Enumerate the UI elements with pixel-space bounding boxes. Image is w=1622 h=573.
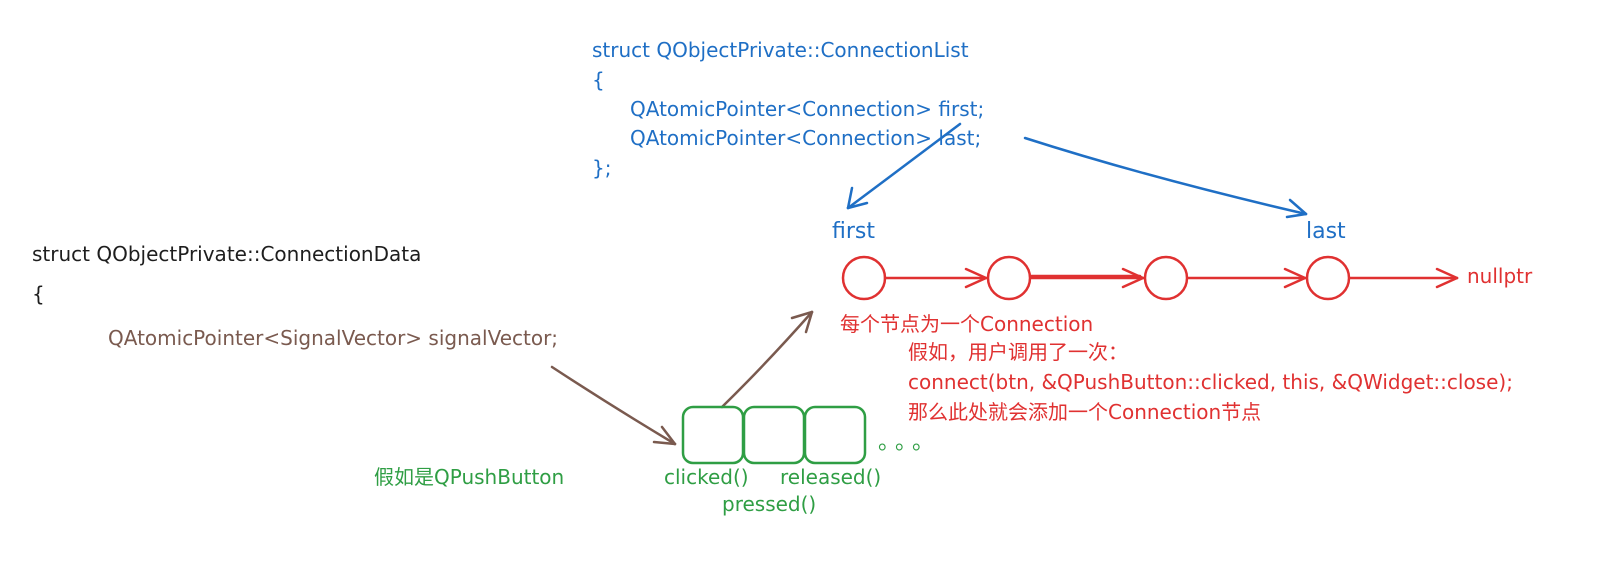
- first-label: first: [832, 219, 875, 244]
- signal-vector-field: QAtomicPointer<SignalVector> signalVecto…: [108, 326, 559, 350]
- node-description: 每个节点为一个Connection: [840, 312, 1094, 336]
- example-intro: 假如，用户调用了一次：: [908, 340, 1128, 364]
- next-arrow-1: [883, 267, 988, 289]
- next-arrow-2: [1029, 267, 1145, 289]
- signal-vector-arrow: [550, 365, 677, 446]
- first-pointer-arrow: [846, 122, 962, 210]
- signal-slot-box-1: [681, 405, 745, 465]
- connection-list-close-brace: };: [592, 156, 612, 180]
- pressed-slot-label: pressed(): [722, 492, 817, 516]
- connect-call: connect(btn, &QPushButton::clicked, this…: [908, 370, 1513, 394]
- connection-node-2: [986, 255, 1032, 301]
- more-slots-ellipsis: 。。。: [878, 430, 941, 455]
- signal-slot-box-2: [742, 405, 806, 465]
- connection-list-header: struct QObjectPrivate::ConnectionList: [592, 38, 969, 62]
- qpushbutton-label: 假如是QPushButton: [374, 465, 565, 489]
- slot-to-list-arrow: [720, 310, 814, 409]
- connection-list-last-field: QAtomicPointer<Connection> last;: [630, 126, 982, 150]
- connection-list-first-field: QAtomicPointer<Connection> first;: [630, 97, 985, 121]
- last-label: last: [1306, 219, 1346, 244]
- next-arrow-3: [1186, 267, 1307, 289]
- connection-data-open-brace: {: [32, 282, 45, 306]
- connection-node-4: [1305, 255, 1351, 301]
- example-result: 那么此处就会添加一个Connection节点: [908, 400, 1262, 424]
- last-pointer-arrow: [1023, 136, 1308, 219]
- nullptr-label: nullptr: [1467, 264, 1533, 288]
- connection-node-1: [841, 255, 887, 301]
- connection-list-open-brace: {: [592, 68, 605, 92]
- released-slot-label: released(): [780, 465, 882, 489]
- clicked-slot-label: clicked(): [664, 465, 749, 489]
- next-arrow-4: [1348, 267, 1459, 289]
- connection-node-3: [1143, 255, 1189, 301]
- signal-slot-box-3: [803, 405, 867, 465]
- connection-data-header: struct QObjectPrivate::ConnectionData: [32, 242, 422, 266]
